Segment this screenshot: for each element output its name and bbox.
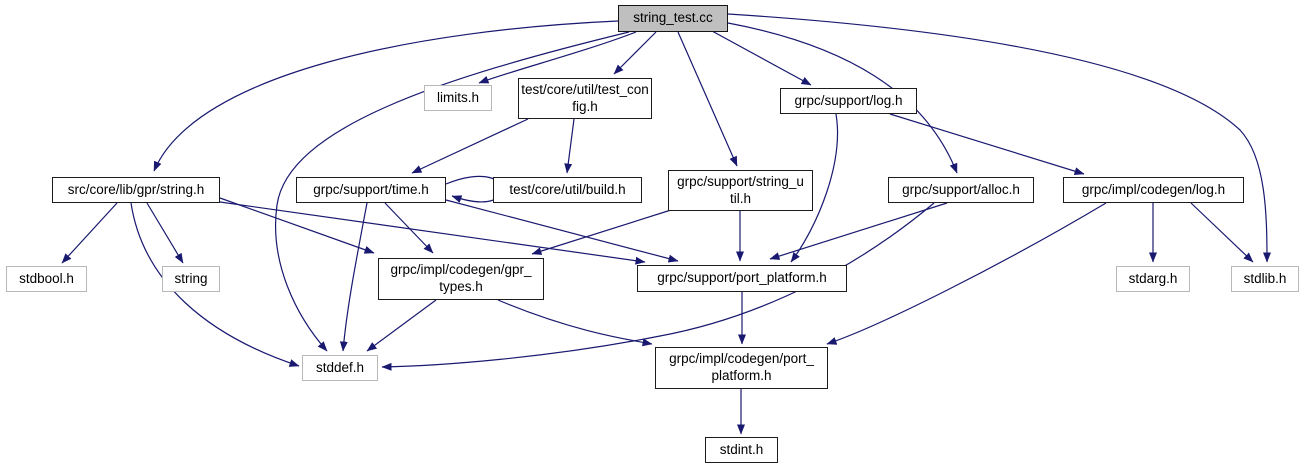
node-label: limits.h (436, 89, 479, 105)
node-grpc-support-alloc-h[interactable]: grpc/support/alloc.h (888, 177, 1034, 203)
edge-string_test.cc-to-src/core/lib/gpr/string.h (153, 20, 619, 172)
edge-gpr/string.h-to-grpc/support/port_platform.h (219, 201, 646, 265)
node-label: stdlib.h (1243, 270, 1287, 286)
edge-gpr/string.h-to-string (146, 202, 184, 264)
edge-string_test.cc-to-stdlib.h (727, 13, 1271, 263)
node-stdarg-h: stdarg.h (1116, 266, 1190, 292)
node-grpc-support-port-platform-h[interactable]: grpc/support/port_platform.h (637, 265, 847, 292)
edge-string_test.cc-to-grpc/support/alloc.h (727, 22, 958, 174)
edge-string_test.cc-to-test/core/util/test_config.h (613, 31, 657, 75)
edge-grpc/support/time.h-to-grpc/support/port_platform.h (445, 199, 679, 263)
node-label: stdint.h (719, 441, 764, 457)
node-label: test/core/util/test_config.h (521, 81, 649, 114)
edge-grpc/support/alloc.h-to-grpc/support/port_platform.h (769, 202, 948, 260)
node-grpc-impl-codegen-port-platform-h[interactable]: grpc/impl/codegen/port_platform.h (655, 347, 828, 389)
edge-gpr_types.h-to-grpc/impl/codegen/port_platform.h (497, 299, 653, 347)
node-label: string (174, 270, 208, 286)
edge-gpr_types.h-to-stddef.h (366, 299, 437, 352)
node-stddef-h: stddef.h (302, 355, 378, 381)
node-label: grpc/impl/codegen/gpr_types.h (390, 262, 532, 294)
node-label: grpc/impl/codegen/port_platform.h (669, 351, 814, 383)
node-label: grpc/impl/codegen/log.h (1081, 181, 1226, 197)
edge-string_test.cc-to-grpc/support/log.h (711, 30, 812, 86)
edge-test_config.h-to-test/core/util/build.h (564, 118, 575, 174)
node-grpc-impl-codegen-gpr-types-h[interactable]: grpc/impl/codegen/gpr_types.h (378, 258, 544, 300)
node-label: test/core/util/build.h (509, 181, 626, 197)
node-string_test-cc: string_test.cc (618, 5, 728, 32)
node-label: grpc/support/port_platform.h (657, 270, 827, 286)
node-label: stdarg.h (1128, 270, 1178, 286)
edge-grpc/support/log.h-to-grpc/support/port_platform.h (790, 113, 838, 263)
edge-grpc/support/time.h-to-grpc/impl/codegen/gpr_types.h (384, 202, 434, 254)
node-src-core-lib-gpr-string-h[interactable]: src/core/lib/gpr/string.h (52, 177, 220, 203)
node-stdlib-h: stdlib.h (1231, 266, 1299, 292)
edge-string_test.cc-to-limits.h (478, 31, 637, 84)
node-grpc-support-log-h[interactable]: grpc/support/log.h (780, 88, 917, 114)
node-label: src/core/lib/gpr/string.h (67, 181, 205, 197)
edge-grpc/support/time.h-to-stddef.h (339, 202, 368, 352)
edge-test_config.h-to-grpc/support/time.h (411, 118, 529, 174)
node-label: grpc/support/alloc.h (902, 181, 1020, 197)
node-test-core-util-build-h[interactable]: test/core/util/build.h (493, 177, 642, 203)
node-limits-h: limits.h (424, 85, 492, 111)
edge-string_test.cc-to-grpc/support/string_util.h (677, 31, 738, 167)
edge-grpc/impl/codegen/log.h-to-grpc/impl/codegen/port_platform.h (826, 202, 1107, 345)
node-grpc-support-string-util-h[interactable]: grpc/support/string_util.h (668, 170, 813, 211)
node-label: grpc/support/time.h (313, 181, 429, 197)
node-grpc-impl-codegen-log-h[interactable]: grpc/impl/codegen/log.h (1063, 177, 1244, 203)
node-label: stdbool.h (19, 270, 74, 286)
node-stdint-h[interactable]: stdint.h (705, 437, 778, 463)
edge-string_test.cc-to-stddef.h (275, 31, 630, 352)
edge-grpc/support/string_util.h-to-grpc/impl/codegen/gpr_types.h (531, 209, 672, 255)
node-label: grpc/support/string_util.h (677, 173, 804, 206)
edge-gpr/string.h-to-stddef.h (130, 202, 300, 367)
node-string: string (162, 266, 220, 292)
node-label: grpc/support/log.h (794, 92, 903, 108)
edge-grpc/impl/codegen/log.h-to-stdlib.h (1190, 202, 1254, 263)
edge-gpr/string.h-to-stdbool.h (61, 202, 118, 264)
node-test-core-util-test-config-h[interactable]: test/core/util/test_config.h (518, 78, 652, 119)
edge-grpc/support/log.h-to-grpc/impl/codegen/log.h (889, 113, 1085, 176)
edge-gpr/string.h-to-grpc/impl/codegen/gpr_types.h (219, 197, 375, 254)
node-label: stddef.h (315, 359, 365, 375)
edge-grpc/support/alloc.h-to-stddef.h (381, 202, 935, 371)
node-stdbool-h: stdbool.h (6, 266, 87, 292)
node-label: string_test.cc (633, 10, 713, 26)
node-grpc-support-time-h[interactable]: grpc/support/time.h (296, 177, 446, 203)
